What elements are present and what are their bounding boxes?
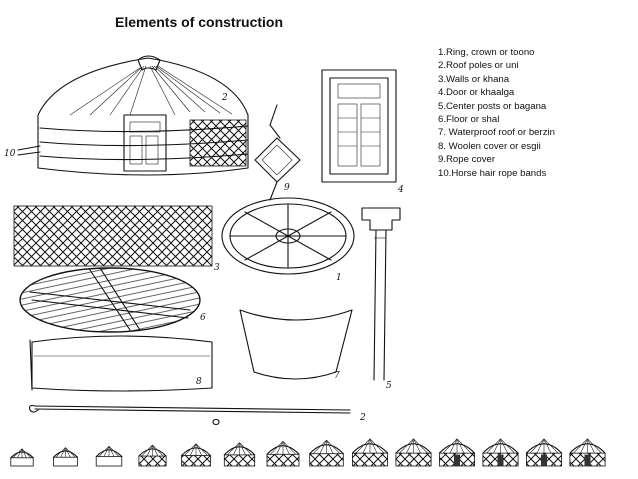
door-drawing (321, 69, 397, 183)
assembly-stage-1 (10, 448, 34, 467)
legend-item-roof-poles: 2.Roof poles or uni (438, 60, 519, 72)
center-post-drawing (361, 207, 401, 381)
callout-walls: 3 (214, 263, 220, 273)
callout-roof-poles: 2 (221, 93, 228, 103)
assembly-stage-12 (482, 438, 519, 467)
woolen-cover-drawing (29, 335, 213, 392)
assembly-stage-6 (223, 442, 256, 467)
callout-center-posts: 5 (386, 381, 392, 391)
assembly-stage-13 (525, 438, 563, 467)
assembly-sequence-strip (10, 438, 606, 467)
assembly-stage-3 (95, 446, 123, 467)
callout-waterproof-roof: 7 (334, 371, 340, 381)
crown-ring-drawing (221, 197, 355, 275)
legend-list: 1.Ring, crown or toono 2.Roof poles or u… (438, 46, 555, 180)
assembly-stage-4 (138, 444, 167, 467)
legend-item-rope-bands: 10.Horse hair rope bands (438, 167, 547, 179)
assembly-stage-2 (52, 447, 79, 467)
callout-roof-pole: 2 (359, 413, 366, 423)
floor-drawing (19, 267, 201, 333)
legend-item-door: 4.Door or khaalga (438, 87, 515, 99)
assembly-stage-7 (266, 441, 300, 467)
assembly-stage-8 (309, 439, 344, 467)
legend-item-floor: 6.Floor or shal (438, 114, 500, 126)
assembly-stage-14 (569, 438, 606, 467)
lattice-wall-drawing (13, 205, 213, 267)
legend-item-woolen-cover: 8. Woolen cover or esgii (438, 140, 541, 152)
callout-floor: 6 (200, 313, 206, 323)
assembly-stage-11 (438, 438, 476, 467)
roof-pole-drawing (29, 404, 351, 426)
callout-rope-cover: 9 (284, 183, 290, 193)
assembly-stage-10 (395, 438, 432, 467)
callout-door: 4 (397, 185, 404, 195)
assembled-yurt (17, 55, 249, 176)
assembly-stage-5 (181, 443, 211, 467)
legend-item-center-posts: 5.Center posts or bagana (438, 100, 547, 112)
rope-cover-diagram (254, 104, 301, 201)
legend-item-ring: 1.Ring, crown or toono (438, 47, 535, 58)
legend-item-rope-cover: 9.Rope cover (438, 154, 496, 166)
legend-item-waterproof-roof: 7. Waterproof roof or berzin (438, 127, 555, 139)
callout-numbers: 2 10 9 4 3 1 6 7 5 8 2 (4, 93, 404, 423)
callout-rope-bands: 10 (4, 149, 16, 159)
legend-item-walls: 3.Walls or khana (438, 73, 510, 85)
waterproof-roof-drawing (239, 309, 353, 380)
diagram-title: Elements of construction (115, 14, 284, 30)
callout-ring: 1 (336, 273, 342, 283)
assembly-stage-9 (351, 438, 389, 467)
callout-woolen-cover: 8 (196, 377, 202, 387)
